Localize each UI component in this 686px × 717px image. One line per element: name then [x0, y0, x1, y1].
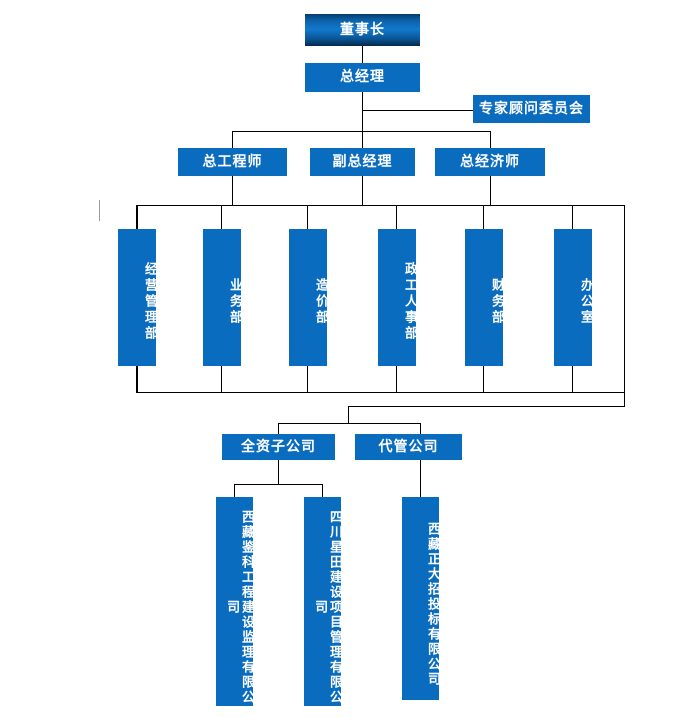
connector-subsidiary-feed-drop	[348, 406, 349, 423]
node-managed-companies[interactable]: 代管公司	[355, 434, 462, 460]
node-chief-economist-label: 总经济师	[460, 153, 520, 170]
connector-company-group-bus	[278, 423, 420, 424]
connector-dept-stub-4	[396, 366, 397, 393]
node-department-business-management-label: 经营管理部	[142, 261, 157, 342]
node-general-manager[interactable]: 总经理	[305, 63, 420, 92]
node-chief-economist[interactable]: 总经济师	[435, 148, 545, 176]
connector-deputy-drop-2	[362, 131, 363, 148]
node-department-finance[interactable]: 财务部	[465, 229, 504, 366]
connector-advisory-link	[362, 110, 473, 111]
connector-deputy-2-down	[362, 176, 363, 206]
connector-dept-drop-6	[572, 205, 573, 230]
node-department-business-management[interactable]: 经营管理部	[118, 229, 157, 366]
node-company-xizang-jianke-label: 西藏鉴科工程建设监理有限公司	[224, 510, 254, 705]
node-advisory-committee[interactable]: 专家顾问委员会	[473, 95, 590, 123]
node-company-sichuan-xingtian[interactable]: 四川星田建设项目管理有限公司	[304, 497, 342, 706]
node-chief-engineer-label: 总工程师	[202, 153, 263, 170]
connector-dept-drop-4	[396, 205, 397, 230]
node-managed-companies-label: 代管公司	[378, 438, 439, 455]
node-general-manager-label: 总经理	[340, 69, 385, 86]
node-department-finance-label: 财务部	[489, 277, 504, 326]
node-department-political-hr-label: 政工人事部	[402, 261, 417, 342]
node-chairman-label: 董事长	[340, 21, 385, 38]
connector-dept-stub-2	[221, 366, 222, 393]
node-department-cost[interactable]: 造价部	[289, 229, 328, 366]
node-wholly-owned-subsidiaries[interactable]: 全资子公司	[222, 434, 335, 460]
node-company-xizang-zhengda-label: 西藏正大招投标有限公司	[425, 522, 440, 687]
connector-deputy-1-down	[232, 176, 233, 206]
connector-dept-stub-1	[137, 366, 138, 393]
connector-dept-drop-3	[307, 205, 308, 230]
connector-dept-stub-5	[483, 366, 484, 393]
connector-gm-trunk	[362, 92, 363, 131]
node-advisory-committee-label: 专家顾问委员会	[479, 100, 584, 117]
stray-tick-mark	[99, 200, 100, 221]
connector-deputy-3-down	[490, 176, 491, 206]
connector-wholly-owned-down	[278, 460, 279, 484]
connector-managed-down	[420, 460, 421, 497]
node-company-sichuan-xingtian-label: 四川星田建设项目管理有限公司	[312, 510, 342, 705]
connector-chairman-to-gm	[362, 46, 363, 63]
connector-frame-right	[624, 205, 625, 406]
connector-dept-drop-2	[221, 205, 222, 230]
connector-subsidiary-drop-1	[234, 484, 235, 497]
node-company-xizang-jianke[interactable]: 西藏鉴科工程建设监理有限公司	[216, 497, 254, 706]
node-chief-engineer[interactable]: 总工程师	[178, 148, 287, 176]
connector-company-group-drop-2	[420, 423, 421, 434]
connector-company-group-drop-1	[278, 423, 279, 434]
connector-department-bottom-bus	[136, 392, 624, 393]
connector-dept-drop-5	[483, 205, 484, 230]
connector-subsidiary-feed	[348, 406, 625, 407]
connector-department-top-bus	[136, 205, 624, 206]
connector-deputy-drop-1	[232, 131, 233, 148]
connector-wholly-owned-bus	[234, 484, 323, 485]
connector-deputy-bus	[232, 131, 491, 132]
node-deputy-general-manager[interactable]: 副总经理	[310, 148, 415, 176]
connector-deputy-drop-3	[490, 131, 491, 148]
connector-dept-stub-6	[572, 366, 573, 393]
connector-dept-drop-1	[137, 205, 138, 230]
node-department-operations[interactable]: 业务部	[203, 229, 242, 366]
connector-subsidiary-drop-2	[322, 484, 323, 497]
node-department-cost-label: 造价部	[313, 277, 328, 326]
node-wholly-owned-subsidiaries-label: 全资子公司	[241, 438, 316, 455]
node-department-office[interactable]: 办公室	[554, 229, 593, 366]
connector-dept-stub-3	[307, 366, 308, 393]
node-deputy-general-manager-label: 副总经理	[332, 153, 393, 170]
node-company-xizang-zhengda[interactable]: 西藏正大招投标有限公司	[402, 497, 440, 700]
node-department-political-hr[interactable]: 政工人事部	[378, 229, 417, 366]
node-department-operations-label: 业务部	[227, 277, 242, 326]
node-chairman[interactable]: 董事长	[305, 14, 420, 46]
node-department-office-label: 办公室	[578, 277, 593, 326]
